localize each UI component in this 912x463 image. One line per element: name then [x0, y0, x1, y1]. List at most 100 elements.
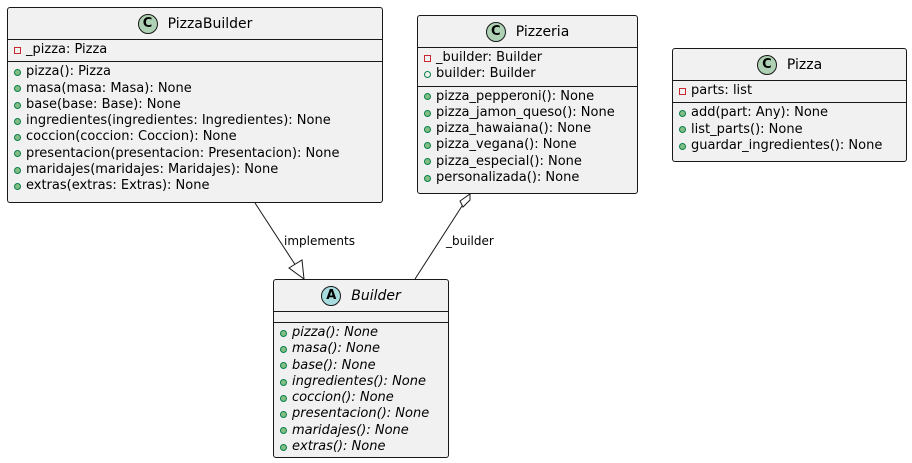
- member-text: presentacion(): None: [292, 406, 430, 422]
- class-method: extras(): None: [274, 439, 448, 455]
- class-header: C PizzaBuilder: [8, 8, 382, 40]
- public-visibility-icon: [424, 142, 431, 150]
- aggregation-diamond: [459, 193, 471, 208]
- implements-arrowhead: [288, 259, 305, 281]
- class-method: base(): None: [274, 358, 448, 374]
- public-visibility-icon: [14, 150, 21, 158]
- public-visibility-icon: [679, 109, 686, 117]
- public-visibility-icon: [14, 166, 21, 174]
- member-text: maridajes(): None: [292, 422, 409, 438]
- class-method: coccion(): None: [274, 390, 448, 406]
- public-visibility-icon: [424, 125, 431, 133]
- member-text: _builder: Builder: [436, 50, 543, 65]
- class-method: ingredientes(): None: [274, 374, 448, 390]
- member-text: coccion(coccion: Coccion): None: [26, 129, 237, 145]
- class-method: pizza_hawaiana(): None: [418, 121, 637, 137]
- private-visibility-icon: [679, 87, 686, 95]
- class-method: pizza(): Pizza: [8, 64, 382, 80]
- public-visibility-icon: [424, 109, 431, 117]
- member-text: coccion(): None: [292, 390, 394, 406]
- member-text: masa(): None: [292, 341, 380, 357]
- class-stereotype-icon: C: [485, 21, 506, 42]
- class-method: pizza_especial(): None: [418, 154, 637, 170]
- member-text: base(base: Base): None: [26, 96, 181, 112]
- public-visibility-icon: [280, 411, 287, 419]
- public-visibility-icon: [14, 68, 21, 76]
- member-text: maridajes(maridajes: Maridajes): None: [26, 162, 279, 178]
- member-text: presentacion(presentacion: Presentacion)…: [26, 145, 340, 161]
- member-text: list_parts(): None: [691, 121, 803, 137]
- member-text: add(part: Any): None: [691, 105, 829, 121]
- class-method: coccion(coccion: Coccion): None: [8, 129, 382, 145]
- class-name: Pizzeria: [515, 23, 570, 40]
- public-visibility-icon: [280, 427, 287, 435]
- class-name: PizzaBuilder: [167, 15, 253, 32]
- class-name: Pizza: [786, 56, 823, 73]
- public-visibility-icon: [280, 329, 287, 337]
- attributes-section: parts: list: [673, 81, 906, 104]
- class-header: A Builder: [274, 280, 448, 312]
- aggregation-label: _builder: [445, 234, 494, 248]
- class-attribute: builder: Builder: [418, 66, 637, 82]
- member-text: guardar_ingredientes(): None: [691, 137, 883, 153]
- class-method: list_parts(): None: [673, 122, 906, 138]
- class-method: presentacion(presentacion: Presentacion)…: [8, 146, 382, 162]
- class-header: C Pizzeria: [418, 16, 637, 48]
- public-visibility-icon: [14, 85, 21, 93]
- class-header: C Pizza: [673, 49, 906, 81]
- public-visibility-icon: [280, 443, 287, 451]
- class-attribute: parts: list: [673, 83, 906, 99]
- member-text: base(): None: [292, 357, 376, 373]
- member-text: ingredientes(ingredientes: Ingredientes)…: [26, 113, 331, 129]
- private-visibility-icon: [14, 46, 21, 54]
- class-stereotype-icon: C: [137, 13, 158, 34]
- class-method: presentacion(): None: [274, 406, 448, 422]
- public-visibility-icon: [679, 142, 686, 150]
- class-method: masa(): None: [274, 341, 448, 357]
- class-method: guardar_ingredientes(): None: [673, 138, 906, 154]
- member-text: personalizada(): None: [436, 170, 580, 186]
- member-text: pizza(): Pizza: [26, 64, 111, 80]
- member-text: extras(extras: Extras): None: [26, 178, 210, 194]
- public-visibility-icon: [14, 117, 21, 125]
- public-visibility-icon: [280, 362, 287, 370]
- public-visibility-icon: [280, 394, 287, 402]
- class-method: maridajes(): None: [274, 423, 448, 439]
- member-text: pizza_hawaiana(): None: [436, 121, 592, 137]
- aggregation-edge: [414, 205, 463, 280]
- class-method: maridajes(maridajes: Maridajes): None: [8, 162, 382, 178]
- abstract-stereotype-icon: A: [321, 285, 342, 306]
- class-attribute: _pizza: Pizza: [8, 42, 382, 58]
- public-visibility-icon: [14, 183, 21, 191]
- class-pizzabuilder[interactable]: C PizzaBuilder _pizza: Pizza pizza(): Pi…: [7, 7, 383, 203]
- member-text: pizza_jamon_queso(): None: [436, 104, 615, 120]
- class-method: ingredientes(ingredientes: Ingredientes)…: [8, 113, 382, 129]
- member-text: masa(masa: Masa): None: [26, 80, 192, 96]
- attributes-section: [274, 312, 448, 323]
- public-visibility-icon: [424, 70, 431, 78]
- member-text: pizza_especial(): None: [436, 153, 582, 169]
- class-method: pizza_pepperoni(): None: [418, 89, 637, 105]
- class-method: pizza(): None: [274, 325, 448, 341]
- member-text: _pizza: Pizza: [26, 42, 108, 57]
- member-text: builder: Builder: [436, 66, 536, 82]
- class-pizza[interactable]: C Pizza parts: list add(part: Any): None…: [672, 48, 907, 162]
- member-text: pizza_pepperoni(): None: [436, 88, 595, 104]
- implements-label: implements: [284, 234, 355, 248]
- class-method: base(base: Base): None: [8, 97, 382, 113]
- member-text: extras(): None: [292, 439, 386, 455]
- attributes-section: _pizza: Pizza: [8, 40, 382, 63]
- public-visibility-icon: [280, 378, 287, 386]
- member-text: pizza(): None: [292, 325, 379, 340]
- class-attribute: _builder: Builder: [418, 50, 637, 66]
- member-text: ingredientes(): None: [292, 373, 426, 389]
- public-visibility-icon: [424, 93, 431, 101]
- class-method: masa(masa: Masa): None: [8, 81, 382, 97]
